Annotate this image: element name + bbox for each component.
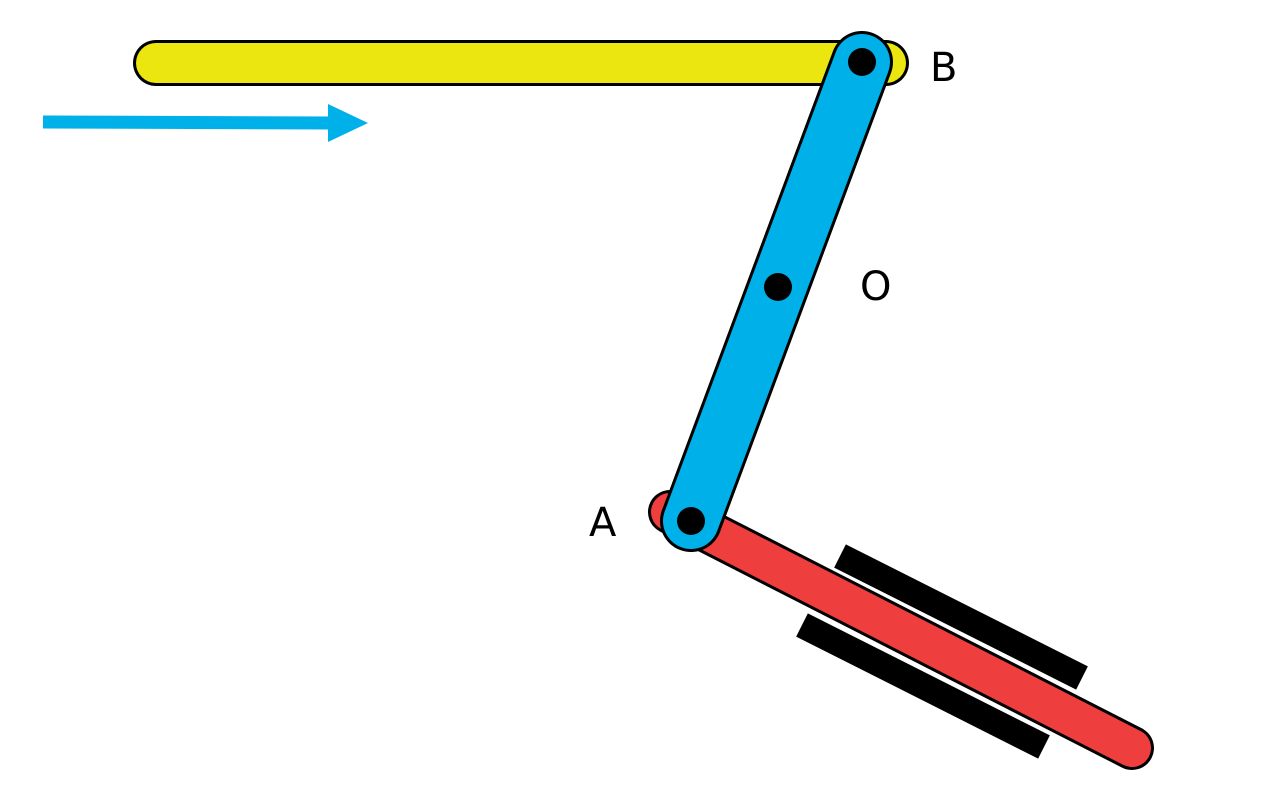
- point-a-label: A: [589, 500, 617, 546]
- lower-guide-rail: [796, 613, 1050, 759]
- sliding-rod: [648, 490, 1154, 770]
- point-b-label: B: [930, 45, 957, 91]
- guide-rails: [796, 544, 1088, 759]
- point-o-label: O: [860, 264, 891, 310]
- pivot-b: [848, 48, 876, 76]
- sliding-rod-fill: [651, 493, 1151, 767]
- pivot-a: [677, 507, 705, 535]
- upper-guide-rail: [834, 544, 1088, 690]
- pivot-o: [764, 273, 792, 301]
- motion-arrow-icon: [42, 104, 368, 142]
